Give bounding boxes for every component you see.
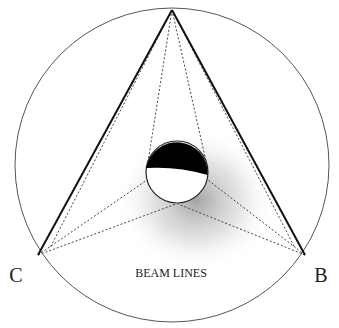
point-label: C (9, 265, 22, 285)
target-circle (146, 141, 208, 203)
outer-circle (15, 8, 329, 322)
dotted-beams (38, 10, 305, 255)
caption-label: BEAM LINES (135, 267, 207, 279)
shadow (116, 128, 276, 272)
target-dark-half (146, 142, 208, 175)
solid-beams (38, 10, 305, 255)
point-label: B (314, 265, 327, 285)
